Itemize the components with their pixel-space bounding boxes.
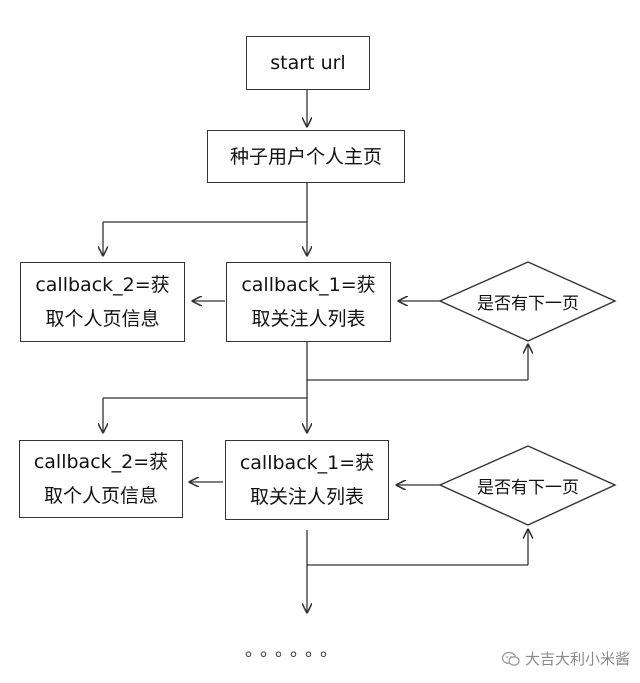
watermark-text: 大吉大利小米酱	[524, 650, 630, 668]
decision-diamond-b	[438, 445, 617, 526]
callback1-label-b: callback_1=获 取关注人列表	[239, 452, 375, 508]
callback1-box-b: callback_1=获 取关注人列表	[225, 440, 389, 520]
callback2-box-b: callback_2=获 取个人页信息	[19, 440, 183, 518]
seed-user-homepage-label: 种子用户个人主页	[229, 145, 382, 168]
continuation-dots: 。。。。。。	[245, 640, 344, 661]
start-url-box: start url	[246, 36, 370, 90]
next-page-label-a: 是否有下一页	[477, 293, 579, 314]
callback2-box-a: callback_2=获 取个人页信息	[20, 262, 185, 342]
decision-diamond-a	[438, 261, 617, 342]
seed-user-homepage-box: 种子用户个人主页	[207, 130, 405, 183]
start-url-label: start url	[270, 52, 346, 74]
callback2-label-a: callback_2=获 取个人页信息	[35, 274, 170, 330]
wechat-icon	[501, 651, 520, 666]
next-page-label-b: 是否有下一页	[477, 477, 579, 498]
callback2-label-b: callback_2=获 取个人页信息	[33, 451, 169, 507]
watermark: 大吉大利小米酱	[501, 648, 630, 669]
callback1-box-a: callback_1=获 取关注人列表	[226, 262, 391, 342]
callback1-label-a: callback_1=获 取关注人列表	[241, 274, 376, 330]
